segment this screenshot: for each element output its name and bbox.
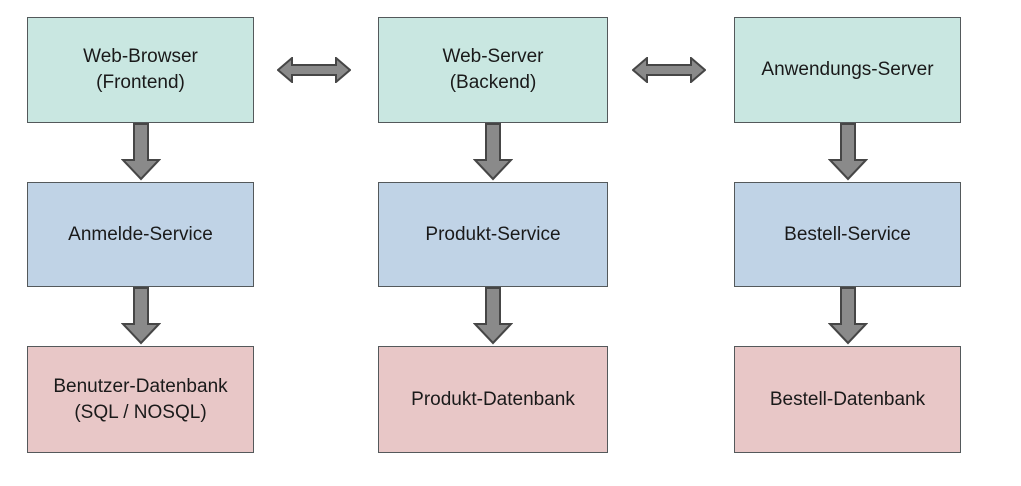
node-sublabel: (SQL / NOSQL): [74, 401, 207, 423]
down-arrow-appserver-bestell-icon: [828, 123, 868, 181]
node-web-server: Web-Server (Backend): [378, 17, 608, 123]
down-arrow-webserver-produkt-icon: [473, 123, 513, 181]
node-anmelde-service: Anmelde-Service: [27, 182, 254, 287]
node-label: Web-Browser: [83, 46, 198, 67]
node-anwendungs-server: Anwendungs-Server: [734, 17, 961, 123]
down-arrow-bestell-bestelldb-icon: [828, 287, 868, 345]
node-bestell-service: Bestell-Service: [734, 182, 961, 287]
down-arrow-produkt-produktdb-icon: [473, 287, 513, 345]
node-sublabel: (Frontend): [96, 72, 185, 93]
node-label: Produkt-Service: [425, 223, 561, 245]
node-bestell-datenbank: Bestell-Datenbank: [734, 346, 961, 453]
node-label: Anwendungs-Server: [761, 59, 934, 80]
node-label: Bestell-Service: [784, 223, 911, 245]
node-label: Anmelde-Service: [68, 223, 213, 245]
down-arrow-browser-anmelde-icon: [121, 123, 161, 181]
node-label: Bestell-Datenbank: [769, 388, 926, 410]
node-label: Web-Server: [442, 46, 544, 67]
node-produkt-service: Produkt-Service: [378, 182, 608, 287]
double-arrow-server-appserver-icon: [632, 57, 706, 83]
double-arrow-browser-server-icon: [277, 57, 351, 83]
node-label: Produkt-Datenbank: [411, 388, 575, 410]
down-arrow-anmelde-benutzerdb-icon: [121, 287, 161, 345]
node-benutzer-datenbank: Benutzer-Datenbank (SQL / NOSQL): [27, 346, 254, 453]
node-label: Benutzer-Datenbank: [53, 375, 228, 397]
node-produkt-datenbank: Produkt-Datenbank: [378, 346, 608, 453]
node-sublabel: (Backend): [449, 72, 537, 93]
node-web-browser: Web-Browser (Frontend): [27, 17, 254, 123]
